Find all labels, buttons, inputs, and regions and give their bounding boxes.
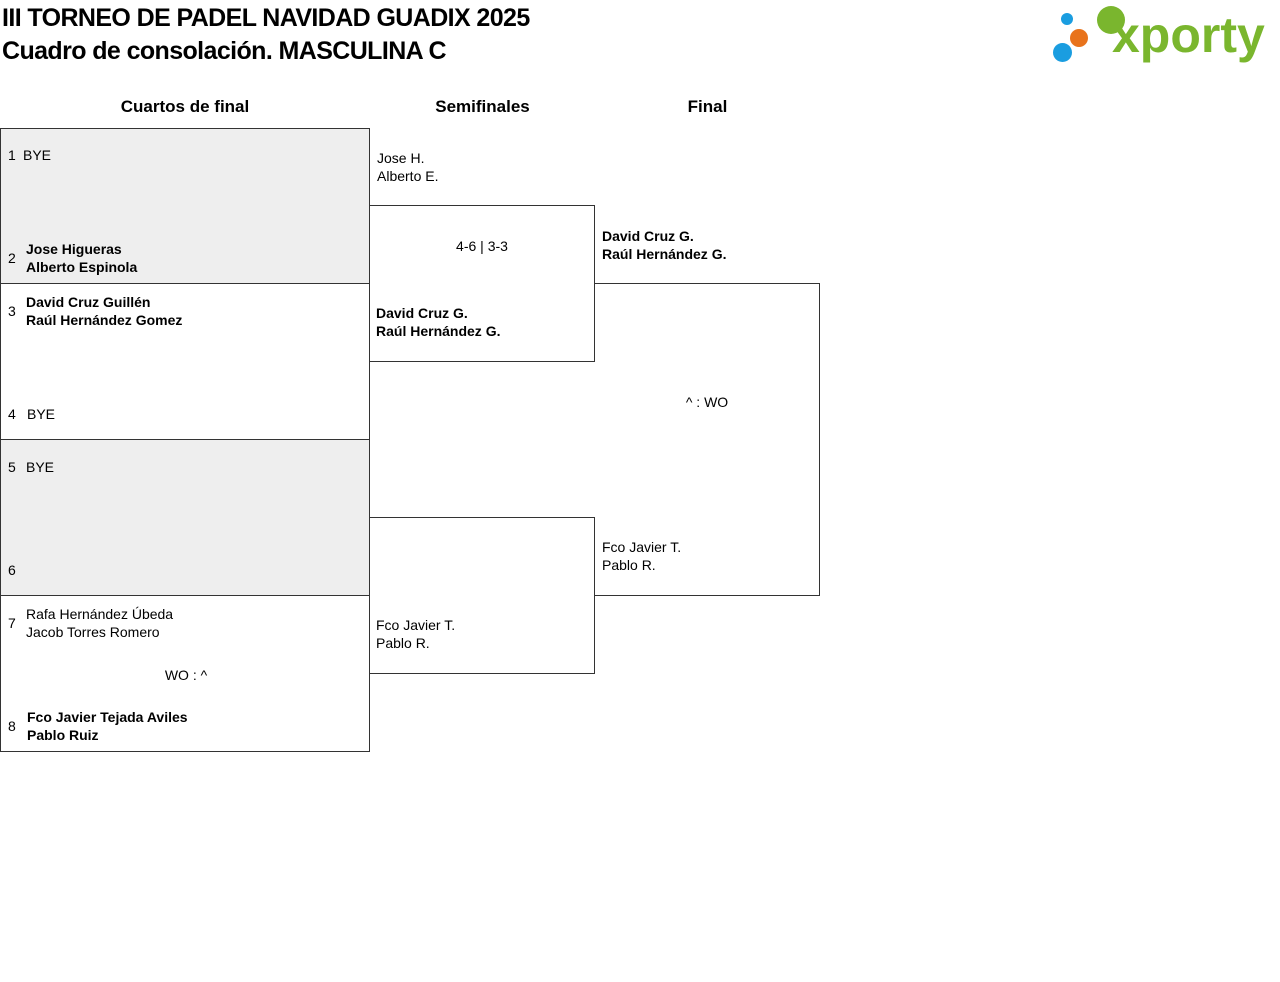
qf-match-2: 3 David Cruz Guillén Raúl Hernández Gome… <box>0 283 370 440</box>
xporty-logo: xporty <box>1050 4 1276 68</box>
sf-match-2: Fco Javier T. Pablo R. <box>369 517 595 674</box>
seed-number: 5 <box>8 459 16 475</box>
seed-number: 6 <box>8 562 16 578</box>
player-name: Fco Javier T. <box>602 539 682 555</box>
seed-number: 7 <box>8 615 16 631</box>
match-score: 4-6 | 3-3 <box>456 238 508 254</box>
player-name: Rafa Hernández Úbeda <box>26 606 174 622</box>
sf1-entry-top-line1: Jose H. <box>377 150 425 166</box>
player-name: Pablo R. <box>602 557 656 573</box>
seed-number: 2 <box>8 250 16 266</box>
qf-match-4: 7 Rafa Hernández Úbeda Jacob Torres Rome… <box>0 595 370 752</box>
logo-dot-blue-small <box>1061 13 1073 25</box>
player-name: Fco Javier T. <box>376 617 456 633</box>
sf1-entry-top-line2: Alberto E. <box>377 168 439 184</box>
player-bye: BYE <box>23 147 52 163</box>
player-name: Raúl Hernández Gomez <box>26 312 183 328</box>
player-bye: BYE <box>27 406 56 422</box>
draw-subtitle: Cuadro de consolación. MASCULINA C <box>2 37 447 65</box>
player-name: Jose Higueras <box>26 241 122 257</box>
match-score: WO : ^ <box>164 667 208 683</box>
player-name: Pablo R. <box>376 635 430 651</box>
round-heading-semifinals: Semifinales <box>435 97 530 116</box>
player-name: Pablo Ruiz <box>27 727 99 743</box>
player-name: Alberto Espinola <box>26 259 138 275</box>
tournament-title: III TORNEO DE PADEL NAVIDAD GUADIX 2025 <box>2 4 530 32</box>
player-name: David Cruz Guillén <box>26 294 151 310</box>
logo-dot-orange <box>1070 29 1088 47</box>
seed-number: 4 <box>8 406 16 422</box>
seed-number: 8 <box>8 718 16 734</box>
final-entry-top-line2: Raúl Hernández G. <box>602 246 727 262</box>
final-entry-top-line1: David Cruz G. <box>602 228 694 244</box>
player-name: David Cruz G. <box>376 305 468 321</box>
seed-number: 1 <box>8 147 16 163</box>
qf-match-1: 1 BYE 2 Jose Higueras Alberto Espinola <box>0 128 370 284</box>
logo-dot-blue <box>1053 43 1072 62</box>
logo-wordmark: xporty <box>1112 7 1265 63</box>
round-heading-final: Final <box>687 97 728 116</box>
round-heading-quarterfinals: Cuartos de final <box>120 97 250 116</box>
logo-dot-green <box>1097 6 1125 34</box>
qf-match-3: 5 BYE 6 <box>0 439 370 596</box>
seed-number: 3 <box>8 303 16 319</box>
player-name: Jacob Torres Romero <box>26 624 160 640</box>
player-name: Fco Javier Tejada Aviles <box>27 709 188 725</box>
final-match: ^ : WO Fco Javier T. Pablo R. <box>594 283 820 596</box>
player-name: Raúl Hernández G. <box>376 323 501 339</box>
sf-match-1: 4-6 | 3-3 David Cruz G. Raúl Hernández G… <box>369 205 595 362</box>
player-bye: BYE <box>26 459 55 475</box>
match-score: ^ : WO <box>685 394 729 410</box>
